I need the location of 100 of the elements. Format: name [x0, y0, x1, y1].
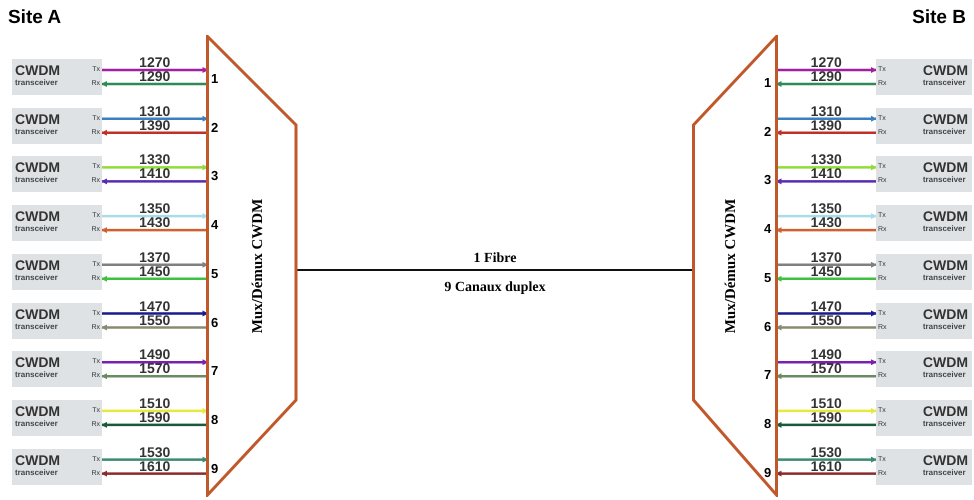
transceiver-label: CWDM [15, 402, 60, 419]
edge-label: 1270 [139, 56, 170, 69]
transceiver-box [876, 108, 972, 144]
edge-label: 1290 [810, 70, 842, 83]
arrow [776, 262, 877, 268]
arrow [101, 227, 208, 234]
transceiver-label: transceiver [922, 175, 966, 186]
mux-label: Mux/Démux CWDM [248, 198, 267, 334]
edge-label: 1610 [139, 460, 170, 473]
edge-label: 1330 [139, 153, 170, 166]
edge-label: 1530 [810, 446, 842, 459]
edge-label: 1450 [810, 264, 842, 278]
transceiver-box [876, 351, 972, 388]
transceiver-label: CWDM [15, 159, 60, 176]
transceiver-box [876, 302, 972, 338]
arrow [101, 470, 208, 477]
port-number: 9 [764, 466, 772, 480]
transceiver-box [876, 59, 972, 95]
edge-label: 1470 [139, 300, 170, 312]
edge-label: 1590 [139, 410, 170, 424]
arrow [776, 213, 877, 220]
transceiver-label: CWDM [15, 354, 60, 370]
edge-label: 1490 [139, 348, 170, 362]
arrow [776, 373, 876, 380]
port-number: 2 [211, 120, 218, 135]
transceiver-label: CWDM [922, 159, 968, 176]
transceiver-box [12, 302, 102, 338]
transceiver-label: transceiver [922, 468, 966, 478]
arrow [102, 310, 208, 316]
arrow [101, 276, 208, 282]
transceiver-label: transceiver [922, 78, 966, 88]
arrow [776, 81, 876, 87]
arrow [101, 324, 208, 330]
site-title: Site B [912, 6, 966, 30]
transceiver-label: transceiver [15, 370, 58, 380]
edge-label: 1530 [139, 446, 170, 459]
arrow [102, 213, 208, 220]
port-number: 4 [211, 218, 218, 232]
transceiver-box [876, 448, 972, 485]
edge-label: 1410 [810, 167, 842, 180]
transceiver-label: transceiver [922, 272, 966, 283]
arrow [102, 408, 208, 414]
arrow [101, 81, 208, 87]
transceiver-label: transceiver [922, 418, 966, 429]
transceiver-box [12, 351, 102, 388]
transceiver-label: CWDM [922, 452, 968, 468]
transceiver-box [12, 108, 102, 144]
transceiver-label: transceiver [922, 224, 966, 234]
transceiver-box [876, 400, 972, 436]
arrow [776, 324, 876, 330]
edge-label: 1510 [139, 396, 170, 410]
port-number: 8 [211, 412, 218, 427]
transceiver-box [12, 59, 102, 95]
edge-label: 1390 [139, 118, 170, 132]
transceiver-label: CWDM [922, 402, 968, 419]
transceiver-box [876, 156, 972, 192]
transceiver-label: CWDM [922, 256, 968, 273]
edge-label: 1490 [810, 348, 842, 362]
port-number: 8 [764, 416, 772, 431]
edge-label: 1370 [810, 250, 842, 264]
transceiver-label: CWDM [922, 110, 968, 127]
transceiver-label: transceiver [15, 78, 58, 88]
arrow [776, 470, 876, 477]
arrow [102, 116, 208, 122]
arrow [776, 408, 877, 414]
transceiver-label: CWDM [15, 452, 60, 468]
arrow [776, 422, 876, 428]
edge-label: 1310 [810, 104, 842, 118]
transceiver-label: transceiver [15, 418, 58, 429]
arrow [102, 164, 208, 170]
transceiver-label: CWDM [15, 208, 60, 224]
transceiver-box [12, 400, 102, 436]
edge-label: 1290 [139, 70, 170, 83]
transceiver-label: transceiver [15, 126, 58, 137]
transceiver-label: transceiver [15, 322, 58, 332]
arrow [101, 422, 208, 428]
arrow [102, 67, 208, 73]
transceiver-label: transceiver [922, 322, 966, 332]
arrow [776, 276, 876, 282]
transceiver-label: CWDM [922, 62, 968, 78]
edge-label: 1470 [810, 300, 842, 312]
port-number: 1 [211, 72, 218, 86]
port-number: 6 [211, 316, 218, 330]
arrow [101, 178, 208, 184]
transceiver-box [12, 448, 102, 485]
arrow [776, 178, 876, 184]
port-number: 1 [764, 76, 772, 90]
transceiver-label: CWDM [922, 306, 968, 322]
transceiver-label: CWDM [15, 306, 60, 322]
port-number: 5 [764, 270, 772, 285]
edge-label: 1330 [810, 153, 842, 166]
arrow [776, 116, 877, 122]
transceiver-box [12, 156, 102, 192]
note: 9 Canaux duplex [444, 279, 546, 297]
arrow [776, 310, 877, 316]
transceiver-box [876, 254, 972, 290]
edge-label: 1310 [139, 104, 170, 118]
port-number: 3 [764, 173, 772, 188]
edge-label: 1410 [139, 167, 170, 180]
edge-label: 1510 [810, 396, 842, 410]
